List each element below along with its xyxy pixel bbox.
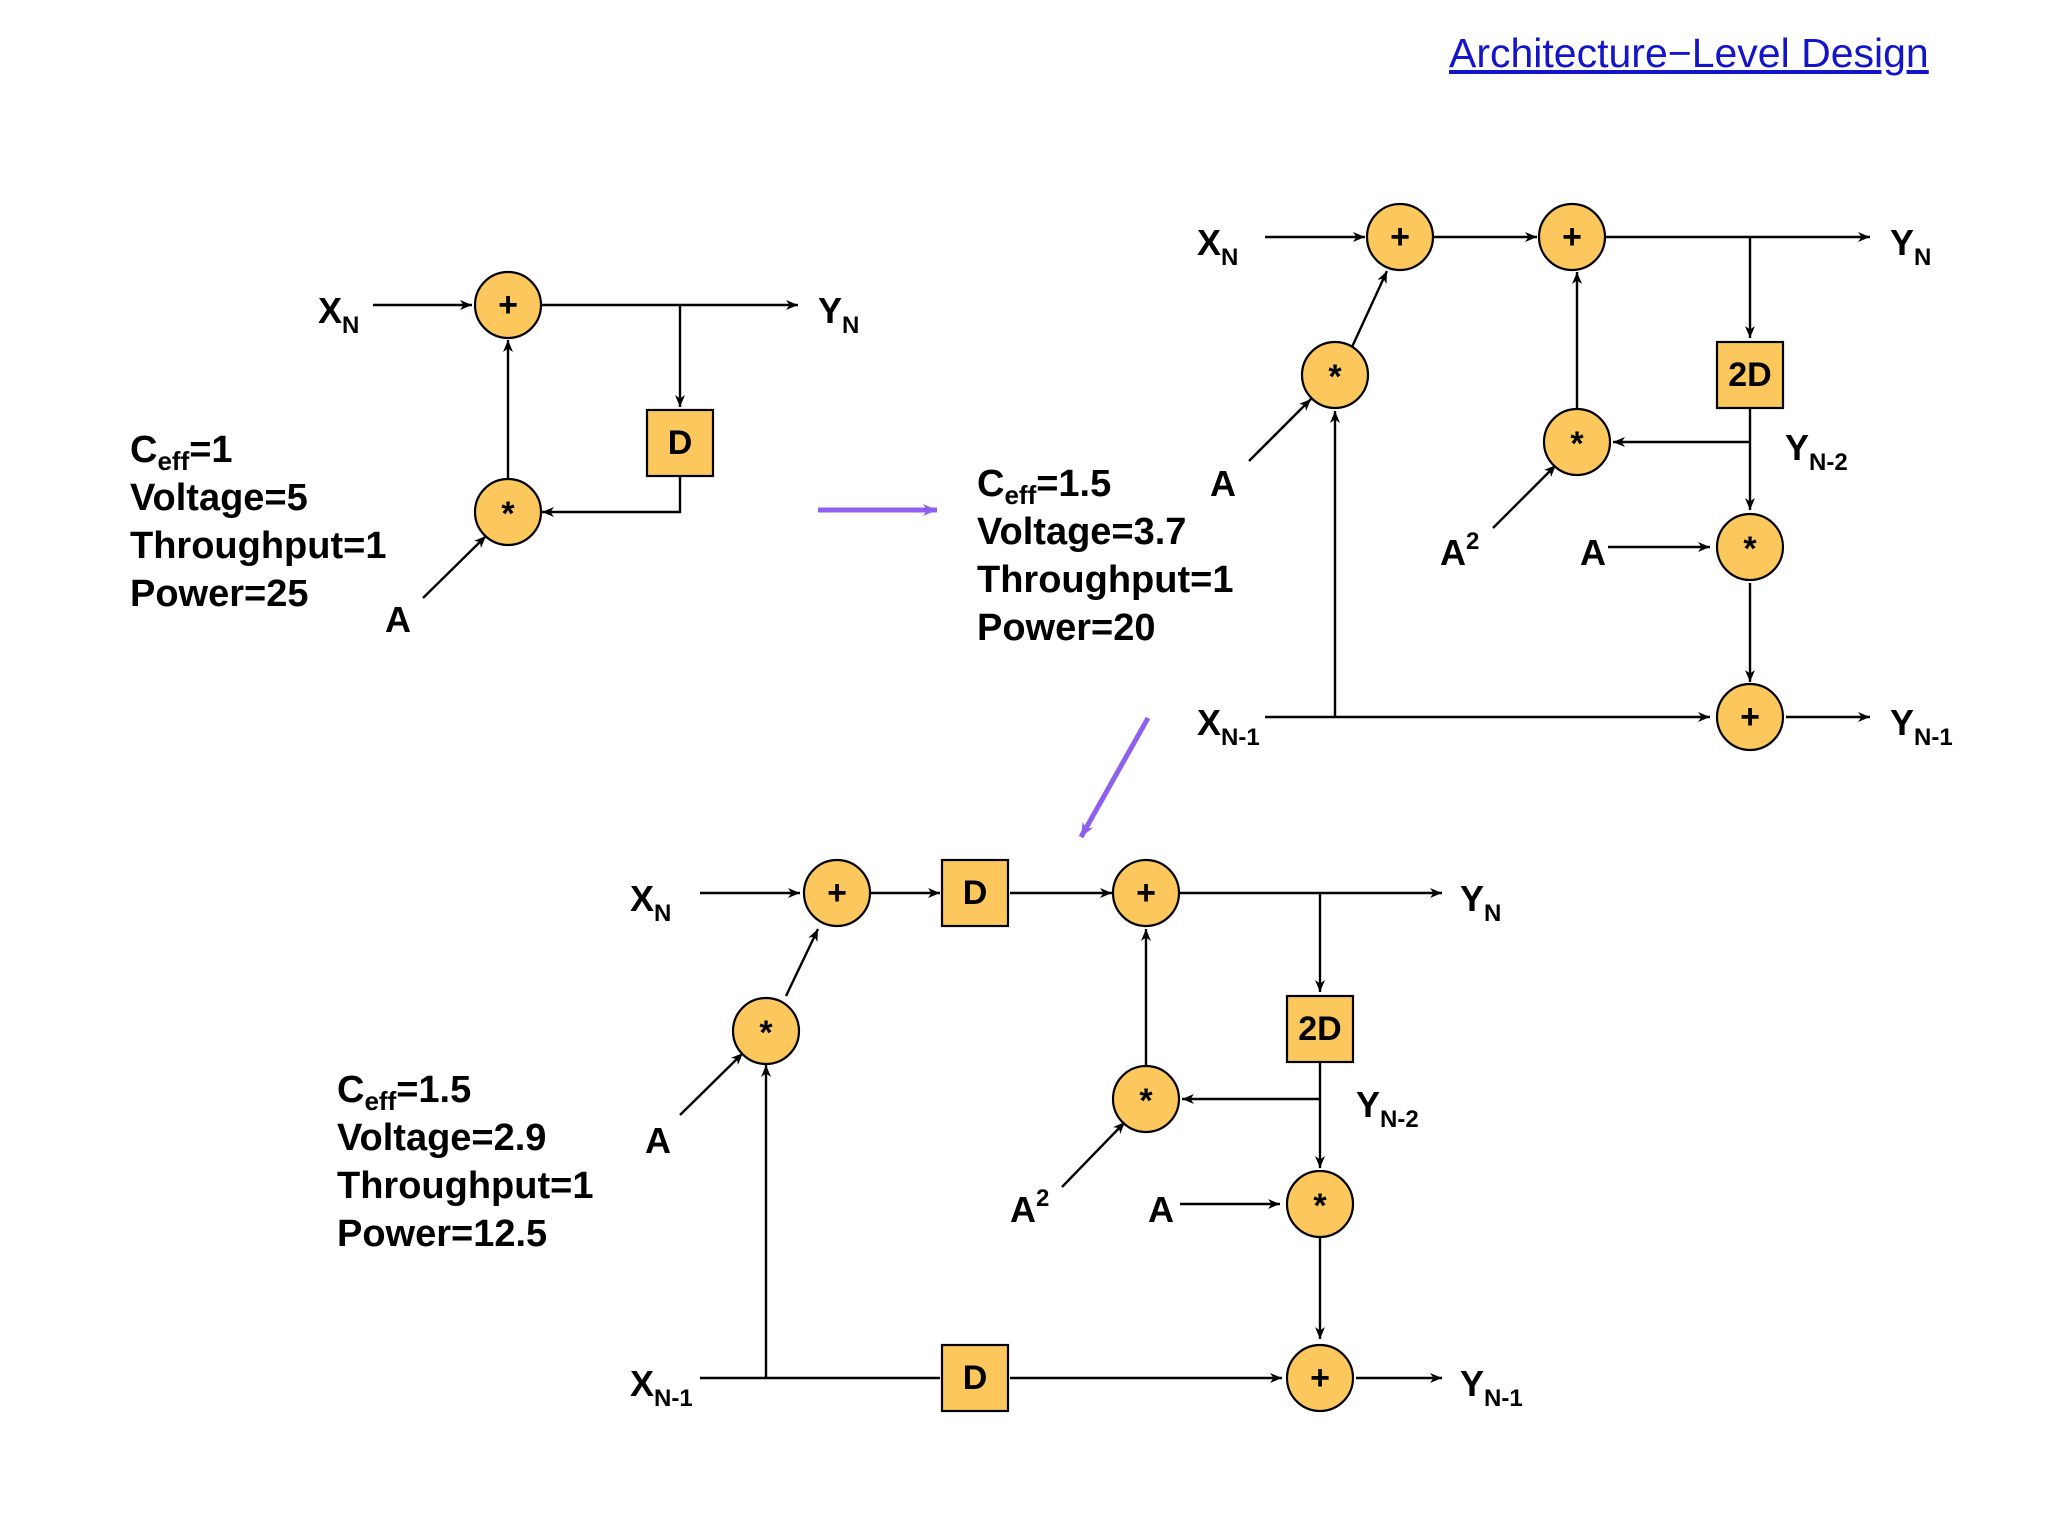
signal-y-n-2: YN-2 — [1785, 427, 1848, 476]
stats-parallel: Ceff=1.5 Voltage=3.7 Throughput=1 Power=… — [977, 460, 1233, 652]
output-y-n: YN — [1460, 878, 1501, 927]
coefficient-a: A — [645, 1120, 671, 1161]
multiplier-node: * — [1715, 512, 1785, 582]
diagram-parallel: + + * * * + 2D — [1197, 202, 1953, 752]
svg-text:D: D — [963, 1359, 988, 1397]
multiplier-node: * — [731, 996, 801, 1066]
delay-block: D — [940, 1343, 1010, 1413]
output-y-n-1: YN-1 — [1460, 1363, 1523, 1412]
svg-text:+: + — [1136, 874, 1156, 912]
wire — [1061, 1121, 1126, 1188]
svg-text:*: * — [1313, 1187, 1327, 1225]
svg-text:2D: 2D — [1728, 356, 1771, 394]
coefficient-a-squared: A2 — [1440, 528, 1479, 573]
svg-text:+: + — [1390, 218, 1410, 256]
diagram-original: + * D XN YN A — [318, 270, 859, 640]
svg-text:2D: 2D — [1298, 1010, 1341, 1048]
transition-arrow — [1078, 716, 1151, 839]
svg-text:*: * — [1743, 530, 1757, 568]
svg-text:D: D — [963, 874, 988, 912]
adder-node: + — [1537, 202, 1607, 272]
multiplier-node: * — [1285, 1169, 1355, 1239]
throughput-line: Throughput=1 — [977, 559, 1234, 601]
svg-text:*: * — [1570, 425, 1584, 463]
svg-text:*: * — [1328, 358, 1342, 396]
voltage-line: Voltage=3.7 — [977, 511, 1187, 553]
multiplier-node: * — [473, 477, 543, 547]
adder-node: + — [473, 270, 543, 340]
coefficient-a: A — [1580, 532, 1606, 573]
input-x-n: XN — [630, 878, 671, 927]
adder-node: + — [1111, 858, 1181, 928]
svg-text:+: + — [827, 874, 847, 912]
svg-text:+: + — [1740, 698, 1760, 736]
input-x-n-1: XN-1 — [630, 1363, 693, 1412]
coefficient-a-squared: A2 — [1010, 1185, 1049, 1230]
double-delay-block: 2D — [1285, 994, 1355, 1064]
wire — [542, 477, 682, 517]
stats-parallel-pipelined: Ceff=1.5 Voltage=2.9 Throughput=1 Power=… — [337, 1066, 593, 1258]
double-delay-block: 2D — [1715, 340, 1785, 410]
adder-node: + — [1365, 202, 1435, 272]
voltage-line: Voltage=2.9 — [337, 1117, 547, 1159]
coefficient-a: A — [1148, 1189, 1174, 1230]
input-x-n: XN — [1197, 222, 1238, 271]
voltage-line: Voltage=5 — [130, 477, 308, 519]
multiplier-node: * — [1542, 407, 1612, 477]
output-y-n-1: YN-1 — [1890, 702, 1953, 751]
input-x-n-1: XN-1 — [1197, 702, 1260, 751]
wire — [1248, 398, 1312, 462]
svg-text:+: + — [1562, 218, 1582, 256]
ceff-line: Ceff=1.5 — [977, 463, 1112, 510]
multiplier-node: * — [1111, 1064, 1181, 1134]
power-line: Power=12.5 — [337, 1213, 548, 1255]
wire — [784, 928, 820, 997]
adder-node: + — [1715, 682, 1785, 752]
diagram-parallel-pipelined: + D + * * * + — [630, 858, 1523, 1413]
multiplier-node: * — [1300, 340, 1370, 410]
power-line: Power=20 — [977, 607, 1156, 649]
svg-text:*: * — [759, 1014, 773, 1052]
svg-text:*: * — [1139, 1082, 1153, 1120]
adder-node: + — [1285, 1343, 1355, 1413]
delay-block: D — [645, 408, 715, 478]
stats-original: Ceff=1 Voltage=5 Throughput=1 Power=25 — [130, 426, 386, 618]
delay-block: D — [940, 858, 1010, 928]
wire — [1492, 464, 1557, 529]
signal-y-n-2: YN-2 — [1356, 1084, 1419, 1133]
coefficient-a: A — [385, 599, 411, 640]
throughput-line: Throughput=1 — [130, 525, 387, 567]
output-y-n: YN — [1890, 222, 1931, 271]
wire — [1350, 270, 1389, 348]
throughput-line: Throughput=1 — [337, 1165, 594, 1207]
input-x-n: XN — [318, 290, 359, 339]
wire — [679, 1052, 744, 1116]
svg-text:*: * — [501, 495, 515, 533]
adder-node: + — [802, 858, 872, 928]
svg-text:+: + — [498, 286, 518, 324]
output-y-n: YN — [818, 290, 859, 339]
wire — [422, 535, 487, 599]
svg-text:+: + — [1310, 1359, 1330, 1397]
title-link[interactable]: Architecture−Level Design — [1449, 30, 1929, 76]
svg-text:D: D — [668, 424, 693, 462]
coefficient-a: A — [1210, 463, 1236, 504]
power-line: Power=25 — [130, 573, 309, 615]
ceff-line: Ceff=1.5 — [337, 1069, 472, 1116]
ceff-line: Ceff=1 — [130, 429, 233, 476]
